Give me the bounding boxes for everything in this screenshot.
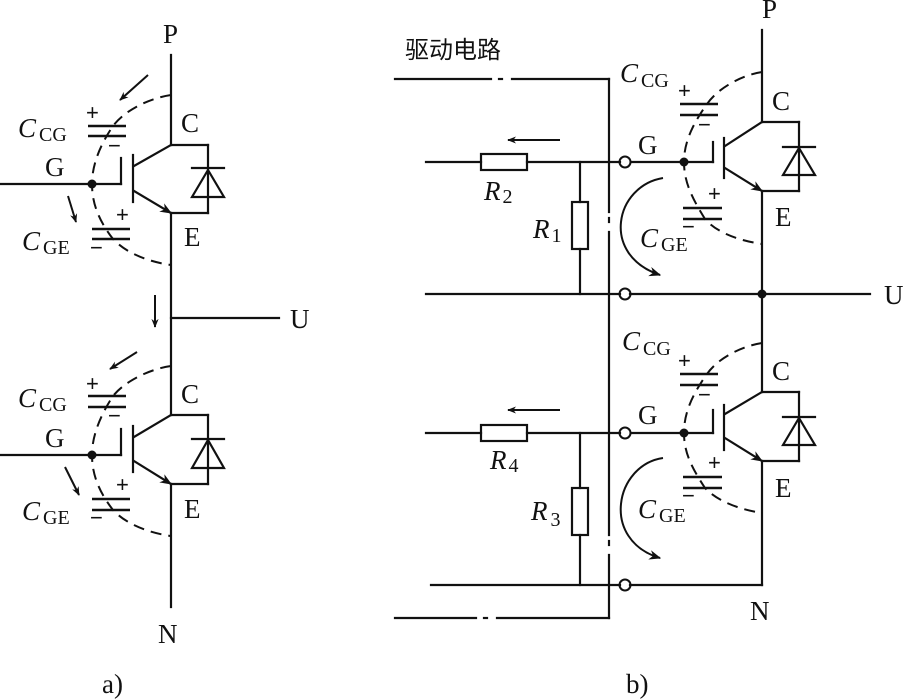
gate-label: G — [638, 130, 658, 160]
gate-label: G — [45, 152, 65, 182]
ccg-plus: + — [678, 78, 691, 103]
cge-minus: − — [90, 505, 103, 530]
resistor-r3-icon — [570, 486, 590, 537]
emitter-arrow-icon — [132, 189, 173, 215]
emitter-terminal — [618, 287, 632, 301]
emitter-terminal — [618, 578, 632, 592]
panel-b-node-n: N — [750, 596, 770, 626]
emitter-arrow-icon — [723, 436, 764, 463]
coupling-path-dashed — [682, 71, 763, 245]
panel-a-node-u: U — [290, 304, 310, 334]
ccg-minus: − — [108, 403, 121, 428]
ccg-plus: + — [86, 371, 99, 396]
resistor-r4-icon — [479, 423, 529, 443]
ccg-plus: + — [678, 348, 691, 373]
cge-plus: + — [708, 181, 721, 206]
coupling-path-dashed — [682, 342, 763, 514]
emitter-arrow-icon — [723, 166, 764, 193]
coupling-path-dashed — [90, 94, 172, 266]
resistor-r2-icon — [479, 152, 529, 172]
gate-terminal — [618, 155, 632, 169]
coupling-path-dashed — [90, 365, 172, 537]
emitter-arrow-icon — [132, 459, 173, 486]
gate-terminal — [618, 426, 632, 440]
panel-b-node-u: U — [884, 280, 904, 310]
gate-label: G — [638, 400, 658, 430]
freewheel-diode-icon — [190, 437, 226, 470]
collector-label: C — [181, 379, 199, 409]
cge-minus: − — [682, 214, 695, 239]
panel-b-node-p: P — [762, 0, 777, 24]
ccg-minus: − — [698, 382, 711, 407]
ccg-plus: + — [86, 100, 99, 125]
cge-current-arrow — [67, 195, 78, 223]
panel-a-rail — [169, 53, 281, 609]
resistor-r1-icon — [570, 200, 590, 251]
emitter-label: E — [184, 222, 201, 252]
gate-label: G — [45, 423, 65, 453]
cge-minus: − — [90, 235, 103, 260]
emitter-label: E — [184, 494, 201, 524]
capacitor-cge-icon — [683, 206, 722, 221]
output-junction-dot — [757, 289, 767, 299]
cge-plus: + — [708, 450, 721, 475]
panel-b-caption: b) — [626, 669, 649, 699]
cge-minus: − — [682, 483, 695, 508]
ccg-current-arrow — [109, 351, 138, 370]
cge-plus: + — [116, 472, 129, 497]
drive-circuit-label: 驱动电路 — [405, 36, 501, 64]
ccg-current-arrow — [119, 74, 149, 101]
freewheel-diode-icon — [781, 145, 817, 177]
capacitor-cge-icon — [92, 227, 130, 241]
collector-label: C — [772, 86, 790, 116]
ccg-minus: − — [108, 133, 121, 158]
panel-a-caption: a) — [102, 669, 123, 699]
freewheel-diode-icon — [781, 415, 817, 447]
emitter-label: E — [775, 473, 792, 503]
loop-current-arrow — [619, 457, 664, 560]
panel-b: 驱动电路 P U N b) — [393, 0, 904, 699]
cge-plus: + — [116, 202, 129, 227]
panel-a-node-n: N — [158, 619, 178, 649]
capacitor-cge-icon — [92, 497, 130, 512]
collector-label: C — [772, 356, 790, 386]
cge-current-arrow — [64, 466, 80, 496]
loop-current-arrow — [619, 177, 664, 277]
ccg-minus: − — [698, 112, 711, 137]
panel-a-node-p: P — [163, 19, 178, 49]
panel-b-rail — [757, 28, 872, 587]
emitter-label: E — [775, 202, 792, 232]
panel-a: P U N a) G C E — [0, 19, 310, 699]
capacitor-cge-icon — [683, 475, 722, 490]
drive-circuit-boundary — [393, 77, 611, 620]
collector-label: C — [181, 108, 199, 138]
freewheel-diode-icon — [190, 166, 226, 199]
